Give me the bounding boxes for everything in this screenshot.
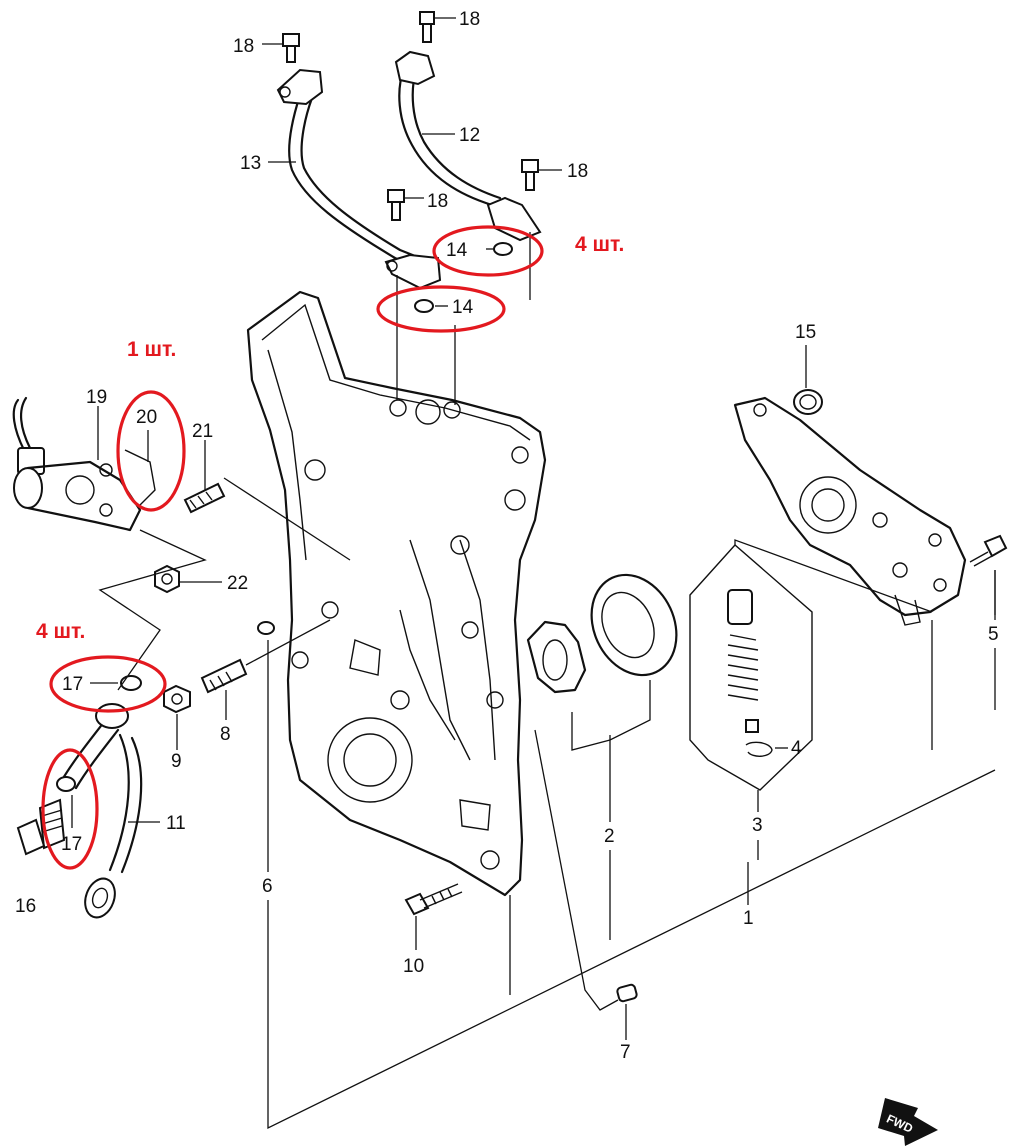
callout-18-top: 18 [459,9,480,30]
callout-22: 22 [227,573,248,594]
leader-lines [71,17,996,1130]
highlight-washer-17-upper [49,655,167,713]
highlight-group [41,225,544,870]
oil-pump-rotors [526,573,678,751]
oil-pipe-13 [276,68,442,290]
callout-18-mid: 18 [427,191,448,212]
callout-7: 7 [620,1042,631,1063]
callout-1: 1 [743,908,754,929]
pin-7 [616,983,638,1003]
callout-14-lower: 14 [452,297,474,318]
highlight-washer-14-lower [376,285,506,333]
callout-19: 19 [86,387,107,408]
nut-9 [163,684,191,714]
stud-8 [200,658,248,694]
bolt-5 [969,534,1008,615]
callout-13: 13 [240,153,261,174]
note-qty-4-top: 4 шт. [575,233,624,256]
bolt-18-group [282,11,539,221]
callout-6: 6 [262,876,273,897]
callout-10: 10 [403,956,424,977]
fwd-direction-arrow: FWD [878,1098,938,1146]
callout-11: 11 [166,813,186,834]
callout-21: 21 [192,421,213,442]
callout-18-right: 18 [567,161,588,182]
callout-16: 16 [15,896,36,917]
dowel-6 [257,621,275,635]
callout-15: 15 [795,322,816,343]
washer-17-top [120,675,142,691]
oil-pump-housing [733,389,967,626]
callout-8: 8 [220,724,231,745]
quantity-notes: 4 шт. 1 шт. 4 шт. [36,233,624,643]
stud-21 [183,482,226,514]
highlight-washer-14-upper [432,225,544,277]
callout-17-upper: 17 [62,674,83,695]
note-qty-4-left: 4 шт. [36,620,85,643]
callout-20: 20 [136,407,157,428]
callout-4: 4 [791,738,802,759]
callout-12: 12 [459,125,480,146]
callout-labels: 18 18 18 18 12 13 14 14 15 19 20 21 22 1… [15,9,999,1063]
note-qty-1: 1 шт. [127,338,176,361]
oil-control-valve [12,396,156,532]
timing-chain-cover [246,290,547,897]
nut-22 [154,564,180,594]
oil-pipe-12 [394,50,542,242]
highlight-gasket-20 [116,390,186,512]
callout-2: 2 [604,826,615,847]
callout-9: 9 [171,751,182,772]
relief-valve-assembly [689,544,813,791]
callout-18-left: 18 [233,36,254,57]
callout-5: 5 [988,624,999,645]
oil-pipe-11 [60,703,143,919]
bolt-10 [404,883,463,916]
callout-3: 3 [752,815,763,836]
callout-14-upper: 14 [446,240,468,261]
highlight-washer-17-lower [41,748,99,870]
callout-17-lower: 17 [61,834,82,855]
